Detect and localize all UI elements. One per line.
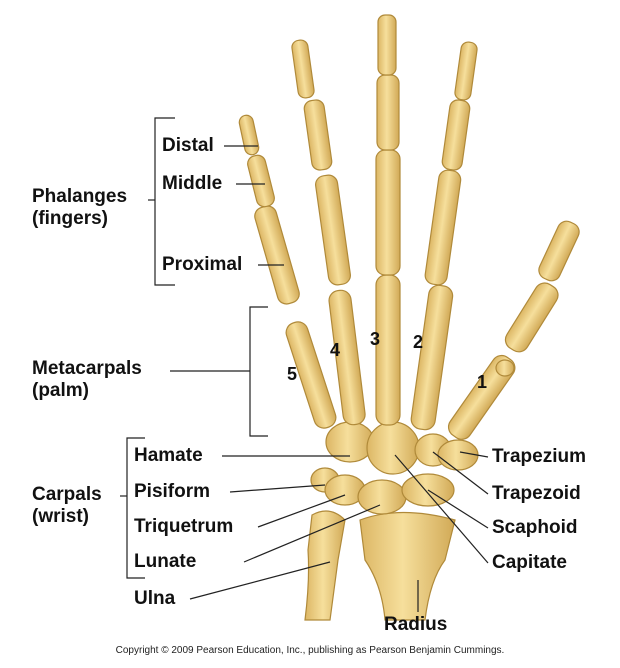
carpals-title: Carpals (32, 484, 102, 505)
digit-number-4: 4 (330, 340, 341, 360)
metacarpal-2 (410, 284, 454, 431)
capitate-bone (366, 421, 420, 475)
copyright-notice: Copyright © 2009 Pearson Education, Inc.… (115, 645, 505, 656)
phalanx-3-proximal (375, 149, 401, 276)
metacarpal-4 (328, 289, 366, 426)
phalanx-2-middle (441, 99, 471, 171)
metacarpal-1 (447, 354, 516, 440)
scaphoid-leader (427, 489, 489, 529)
carpals-group-label: Carpals (wrist) (32, 484, 102, 528)
phalanges-title: Phalanges (32, 186, 128, 207)
phalanges-bracket (154, 117, 175, 286)
phalanx-1-proximal (504, 282, 559, 353)
trapezium-bone (437, 439, 479, 471)
phalanx-4-proximal (315, 174, 351, 286)
metacarpals-subtitle: (palm) (32, 380, 89, 401)
label-hamate: Hamate (134, 445, 203, 466)
carpals-bracket (126, 437, 145, 579)
carpals-subtitle: (wrist) (32, 506, 89, 527)
metacarpal-5 (285, 321, 337, 429)
triquetrum-leader (257, 494, 346, 528)
label-capitate: Capitate (492, 552, 567, 573)
pisiform-leader (229, 484, 326, 493)
ulna-leader (189, 561, 331, 600)
metacarpals-group-label: Metacarpals (palm) (32, 358, 142, 402)
label-distal: Distal (162, 135, 214, 156)
metacarpals-title: Metacarpals (32, 358, 142, 379)
digit-number-2: 2 (413, 332, 424, 352)
phalanx-4-middle (303, 99, 333, 171)
capitate-leader (394, 454, 489, 564)
digit-number-5: 5 (287, 364, 298, 384)
label-trapezium: Trapezium (492, 446, 586, 467)
phalanx-1-distal (538, 220, 580, 282)
label-proximal: Proximal (162, 254, 243, 275)
lunate-leader (243, 504, 381, 563)
label-scaphoid: Scaphoid (492, 517, 578, 538)
sesamoid-bone (495, 359, 515, 377)
label-pisiform: Pisiform (134, 481, 211, 502)
label-triquetrum: Triquetrum (134, 516, 234, 537)
phalanx-5-proximal (254, 205, 300, 305)
phalanges-group-label: Phalanges (fingers) (32, 186, 127, 230)
phalanx-2-proximal (424, 169, 462, 286)
radius-bone (359, 511, 456, 621)
digit-number-3: 3 (370, 329, 381, 349)
metacarpal-3 (375, 274, 401, 426)
metacarpals-bracket (249, 306, 268, 437)
label-lunate: Lunate (134, 551, 197, 572)
label-ulna: Ulna (134, 588, 176, 609)
digit-number-1: 1 (477, 372, 488, 392)
phalanx-3-distal (377, 14, 397, 76)
trapezium-leader (459, 451, 489, 458)
phalanx-5-distal (238, 114, 260, 156)
phalanx-3-middle (376, 74, 400, 151)
phalanx-2-distal (454, 41, 478, 101)
trapezoid-leader (432, 451, 489, 495)
label-radius: Radius (384, 614, 448, 635)
label-trapezoid: Trapezoid (492, 483, 581, 504)
phalanx-4-distal (291, 39, 315, 99)
label-middle: Middle (162, 173, 223, 194)
phalanx-5-middle (247, 154, 275, 208)
ulna-bone (304, 510, 346, 621)
lunate-bone (357, 479, 407, 515)
phalanges-subtitle: (fingers) (32, 208, 108, 229)
